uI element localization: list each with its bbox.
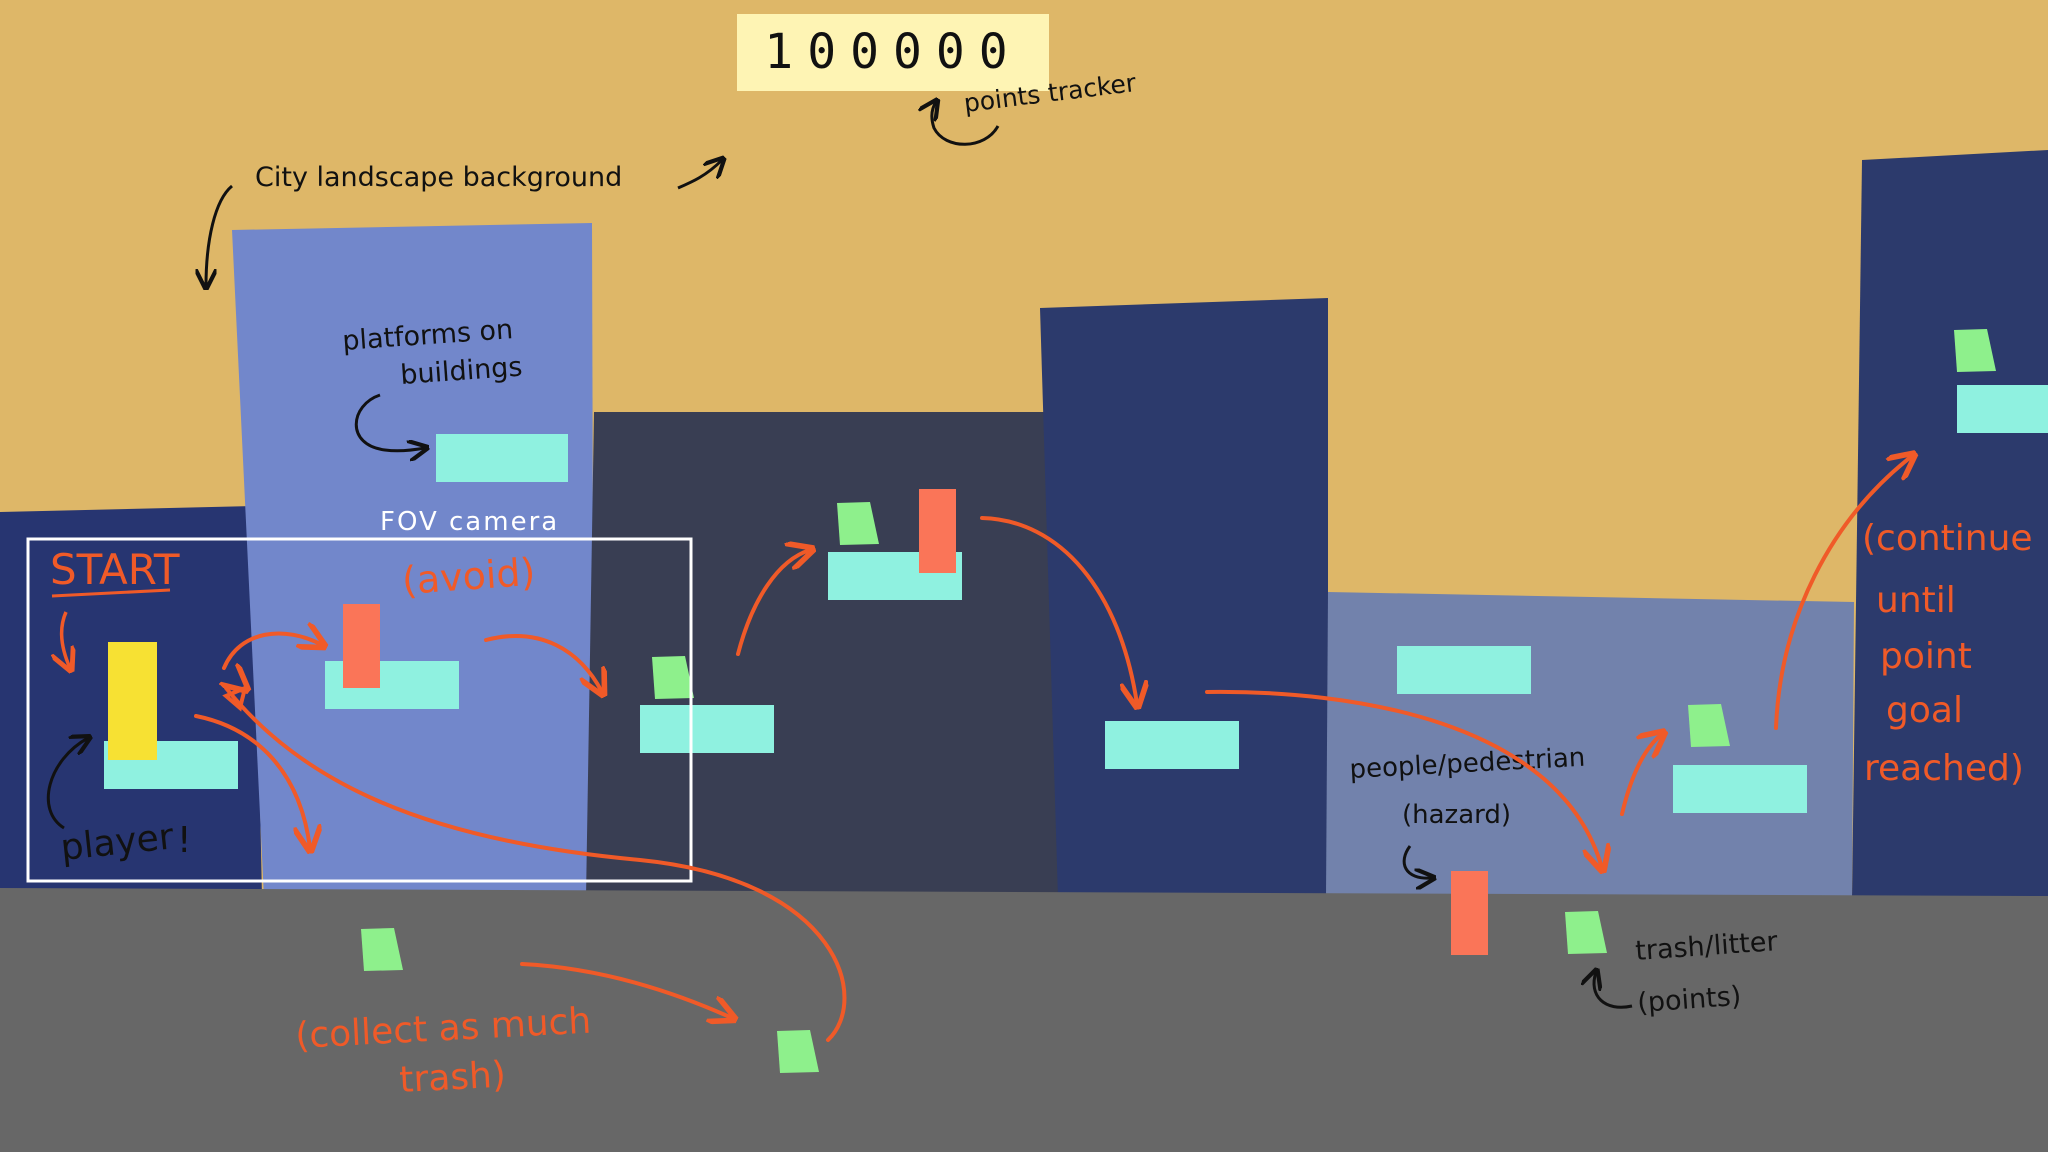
path-arrow xyxy=(1774,456,1912,730)
continue-label-line1: (continue xyxy=(1862,518,2033,559)
score-panel: 100000 xyxy=(737,14,1049,91)
path-arrow xyxy=(980,516,1137,704)
platform xyxy=(1105,721,1239,769)
fov-camera-frame xyxy=(26,537,693,883)
pedestrian-arrow xyxy=(1402,845,1432,878)
path-arrow xyxy=(194,714,310,848)
path-arrow xyxy=(222,633,322,670)
avoid-label: (avoid) xyxy=(401,550,537,603)
start-underline xyxy=(51,588,171,598)
start-label: START xyxy=(50,545,180,594)
background-arrow-right xyxy=(677,160,722,190)
street-ground xyxy=(0,888,2048,1152)
trash-arrow xyxy=(1594,972,1633,1009)
continue-label-line5: reached) xyxy=(1864,748,2024,789)
points-tracker-arrow xyxy=(932,102,1000,146)
trash-item xyxy=(652,656,694,699)
platform xyxy=(640,705,774,753)
path-arrow xyxy=(224,686,847,1042)
trash-label-line2: (points) xyxy=(1636,981,1742,1019)
building-navy-right xyxy=(1852,150,2048,898)
pedestrian-hazard xyxy=(919,489,956,573)
trash-item xyxy=(777,1030,819,1073)
score-value: 100000 xyxy=(764,24,1021,80)
pedestrian-label-line2: (hazard) xyxy=(1402,800,1511,830)
trash-items xyxy=(361,329,1996,1073)
collect-label-line2: trash) xyxy=(398,1054,507,1101)
trash-item xyxy=(1688,704,1730,747)
path-arrow xyxy=(484,634,602,692)
start-arrow xyxy=(62,611,70,668)
trash-item xyxy=(361,928,403,971)
background-label: City landscape background xyxy=(255,162,622,193)
platform xyxy=(436,434,568,482)
path-arrow xyxy=(1205,689,1602,868)
trash-item xyxy=(837,502,879,545)
platform xyxy=(1397,646,1531,694)
fov-camera-label: FOV camera xyxy=(380,507,559,537)
path-arrow xyxy=(1620,734,1662,816)
trash-item xyxy=(1565,911,1607,954)
pedestrian-hazard xyxy=(1451,871,1488,955)
building-navy-center xyxy=(1040,298,1328,898)
continue-label-line3: point xyxy=(1880,636,1972,677)
player-exclaim: ! xyxy=(177,820,191,861)
trash-item xyxy=(1954,329,1996,372)
platforms-arrow xyxy=(354,393,425,451)
continue-label-line2: until xyxy=(1876,580,1956,621)
building-light-blue xyxy=(232,223,594,898)
path-arrows xyxy=(194,456,1912,1042)
continue-label-line4: goal xyxy=(1886,690,1963,731)
background-arrow-down xyxy=(206,184,234,286)
platform xyxy=(1673,765,1807,813)
player-character xyxy=(108,642,157,760)
hazards xyxy=(343,489,1488,955)
path-arrow xyxy=(520,962,732,1018)
player-arrow xyxy=(46,738,88,830)
path-arrow xyxy=(736,550,810,656)
platform xyxy=(1957,385,2048,433)
path-arrow xyxy=(226,688,245,708)
building-dark-gray xyxy=(586,412,1060,898)
score-panel-bg xyxy=(737,14,1049,91)
pedestrian-hazard xyxy=(343,604,380,688)
